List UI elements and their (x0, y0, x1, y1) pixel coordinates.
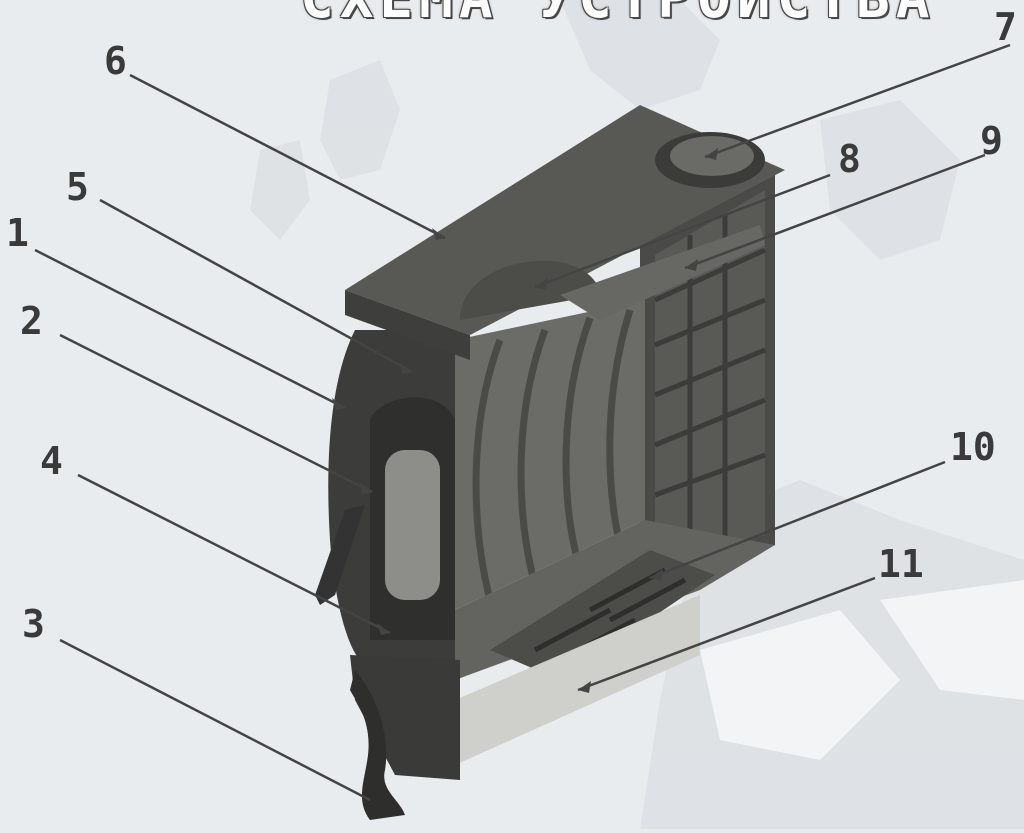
top-plate-edge (345, 290, 470, 360)
stove (315, 105, 785, 820)
callout-1: 1 (6, 211, 29, 255)
leader-line-1 (34, 248, 346, 410)
callout-11: 11 (878, 542, 924, 586)
baffle-plate (560, 225, 765, 320)
firebox-back-wall (455, 300, 645, 610)
leader-line-5 (99, 198, 413, 374)
leader-line-3 (59, 638, 371, 802)
firebox-ribs (472, 308, 634, 601)
door-glass (385, 450, 440, 600)
callout-7: 7 (994, 5, 1017, 49)
ash-pan (455, 595, 700, 765)
callout-10: 10 (950, 425, 996, 469)
callout-2: 2 (20, 299, 43, 343)
callout-8: 8 (838, 137, 861, 181)
leader-line-8 (534, 173, 831, 289)
cabriole-leg (350, 670, 405, 820)
callout-3: 3 (22, 602, 45, 646)
leader-lines (34, 43, 1011, 802)
callout-5: 5 (66, 165, 89, 209)
base-plinth (350, 655, 460, 780)
wall-rib-grid (653, 215, 767, 560)
door-handle (315, 505, 365, 605)
leader-line-11 (577, 576, 876, 692)
leader-line-2 (59, 333, 373, 494)
diagram-title: СХЕМА УСТРОЙСТВА (300, 0, 960, 31)
leader-line-6 (129, 73, 446, 240)
inner-right-wall (655, 190, 765, 565)
callout-6: 6 (104, 39, 127, 83)
leader-line-7 (704, 43, 1011, 159)
callout-9: 9 (980, 119, 1003, 163)
leader-line-9 (684, 153, 986, 270)
leader-arrowheads (332, 148, 718, 693)
leader-line-4 (77, 473, 391, 635)
leader-line-10 (649, 460, 946, 580)
callout-4: 4 (40, 439, 63, 483)
